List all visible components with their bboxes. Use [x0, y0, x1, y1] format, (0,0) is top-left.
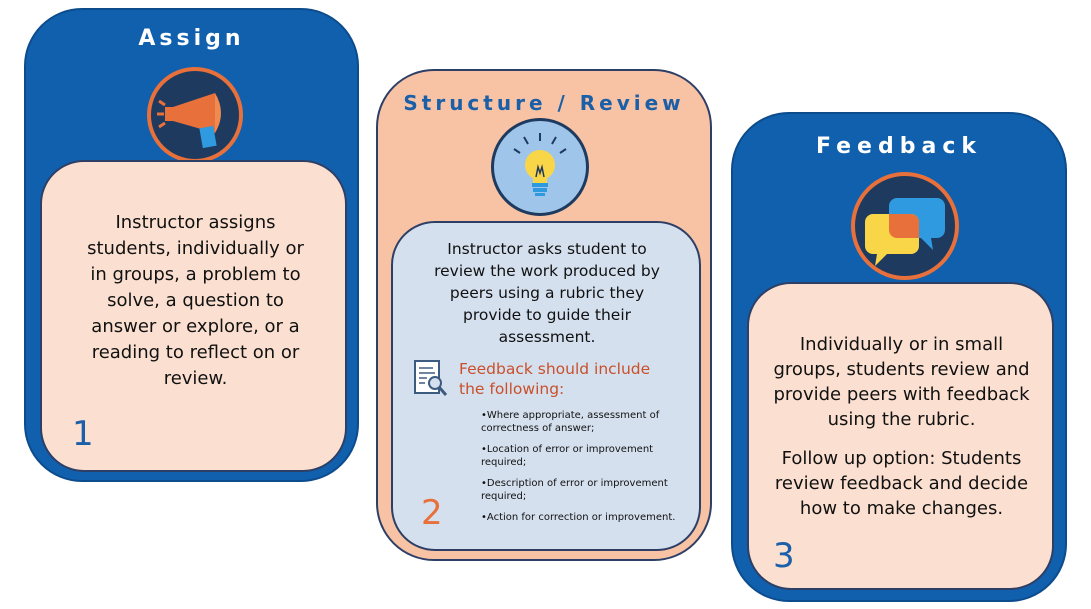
feedback-description: Individually or in small groups, student… — [773, 334, 1030, 430]
speech-bubbles-icon — [851, 172, 959, 280]
step-number-3: 3 — [773, 536, 795, 576]
megaphone-icon — [147, 67, 243, 163]
assign-description: Instructor assigns students, individuall… — [87, 212, 304, 389]
structure-review-card: Structure / Review Instructor asks stude… — [376, 69, 712, 561]
assign-inner-box: Instructor assigns students, individuall… — [40, 160, 347, 472]
feedback-inner-box: Individually or in small groups, student… — [747, 282, 1054, 590]
assign-title: Assign — [138, 26, 245, 51]
feedback-heading: Feedback should include the following: — [459, 360, 651, 398]
feedback-item: Action for correction or improvement. — [481, 511, 681, 524]
step-number-2: 2 — [421, 493, 443, 533]
structure-review-inner-box: Instructor asks student to review the wo… — [391, 221, 701, 551]
document-magnifier-icon — [413, 359, 449, 399]
feedback-card: Feedback Individually or in small groups… — [731, 112, 1067, 602]
structure-review-title: Structure / Review — [403, 91, 685, 115]
step-number-1: 1 — [72, 414, 94, 454]
structure-review-description: Instructor asks student to review the wo… — [434, 240, 660, 346]
feedback-item: Where appropriate, assessment of correct… — [481, 409, 681, 435]
lightbulb-icon — [491, 118, 589, 216]
feedback-item: Description of error or improvement requ… — [481, 477, 681, 503]
feedback-title: Feedback — [816, 134, 982, 159]
assign-card: Assign Instructor assigns students, indi… — [24, 8, 359, 482]
follow-up-option: Follow up option: Students review feedba… — [774, 448, 1029, 519]
feedback-item: Location of error or improvement require… — [481, 443, 681, 469]
feedback-list: Where appropriate, assessment of correct… — [481, 409, 681, 532]
